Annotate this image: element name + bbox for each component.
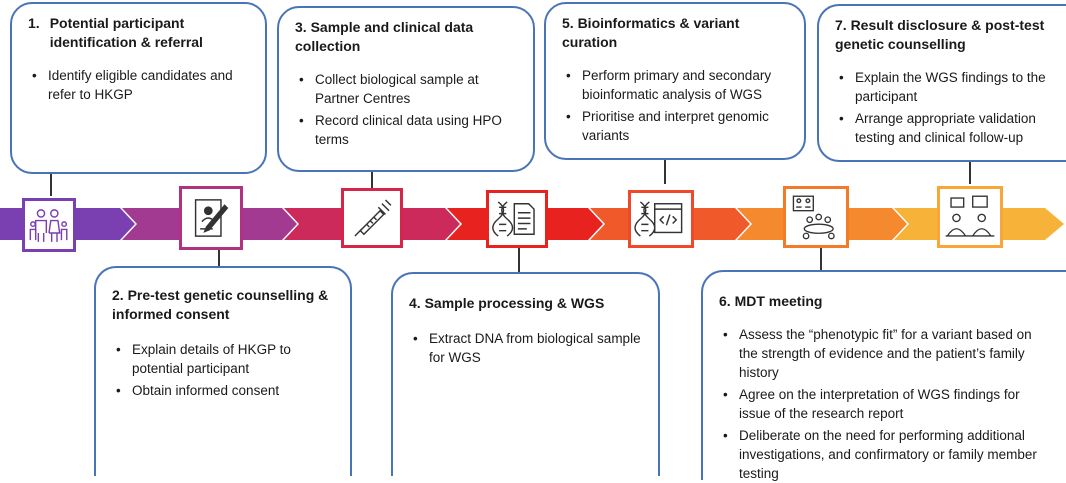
counselling-icon	[937, 186, 1003, 248]
step-bullet: Explain details of HKGP to potential par…	[116, 340, 336, 378]
step-number: 1.	[28, 15, 40, 31]
step-title: Potential participant identification & r…	[49, 15, 203, 50]
family-icon	[22, 198, 76, 252]
connector-line	[664, 158, 666, 184]
step-bullet: Explain the WGS findings to the particip…	[839, 68, 1065, 106]
step-1-box: 1. Potential participant identification …	[10, 2, 267, 174]
step-6-box: 6. MDT meeting Assess the “phenotypic fi…	[701, 270, 1066, 483]
connector-line	[820, 248, 822, 272]
step-bullet: Obtain informed consent	[116, 381, 336, 400]
connector-line	[371, 172, 373, 196]
step-bullet: Identify eligible candidates and refer t…	[32, 66, 251, 104]
step-bullet: Deliberate on the need for performing ad…	[723, 426, 1045, 483]
connector-line	[50, 172, 52, 196]
step-title: 6. MDT meeting	[719, 293, 823, 309]
step-bullet: Collect biological sample at Partner Cen…	[299, 70, 519, 108]
step-title: 3. Sample and clinical data collection	[295, 19, 474, 54]
step-bullet: Assess the “phenotypic fit” for a varian…	[723, 325, 1045, 382]
dna-code-icon	[628, 190, 694, 248]
meeting-icon	[783, 186, 849, 248]
connector-line	[969, 160, 971, 184]
step-2-box: 2. Pre-test genetic counselling & inform…	[94, 266, 352, 476]
connector-line	[218, 246, 220, 268]
step-bullet: Extract DNA from biological sample for W…	[413, 329, 644, 367]
syringe-icon	[341, 188, 403, 248]
step-title: 4. Sample processing & WGS	[409, 295, 605, 311]
step-title: 5. Bioinformatics & variant curation	[562, 15, 740, 50]
step-bullet: Arrange appropriate validation testing a…	[839, 109, 1065, 147]
step-bullet: Perform primary and secondary bioinforma…	[566, 66, 790, 104]
connector-line	[518, 248, 520, 274]
step-title: 2. Pre-test genetic counselling & inform…	[112, 287, 329, 322]
step-bullet: Prioritise and interpret genomic variant…	[566, 107, 790, 145]
step-5-box: 5. Bioinformatics & variant curation Per…	[544, 2, 806, 160]
step-bullet: Record clinical data using HPO terms	[299, 111, 519, 149]
step-bullet: Agree on the interpretation of WGS findi…	[723, 385, 1045, 423]
consent-form-icon	[179, 186, 243, 250]
step-title: 7. Result disclosure & post-test genetic…	[835, 17, 1045, 52]
step-7-box: 7. Result disclosure & post-test genetic…	[817, 4, 1066, 162]
step-3-box: 3. Sample and clinical data collection C…	[277, 6, 535, 172]
dna-document-icon	[486, 190, 548, 248]
step-4-box: 4. Sample processing & WGS Extract DNA f…	[391, 272, 660, 476]
